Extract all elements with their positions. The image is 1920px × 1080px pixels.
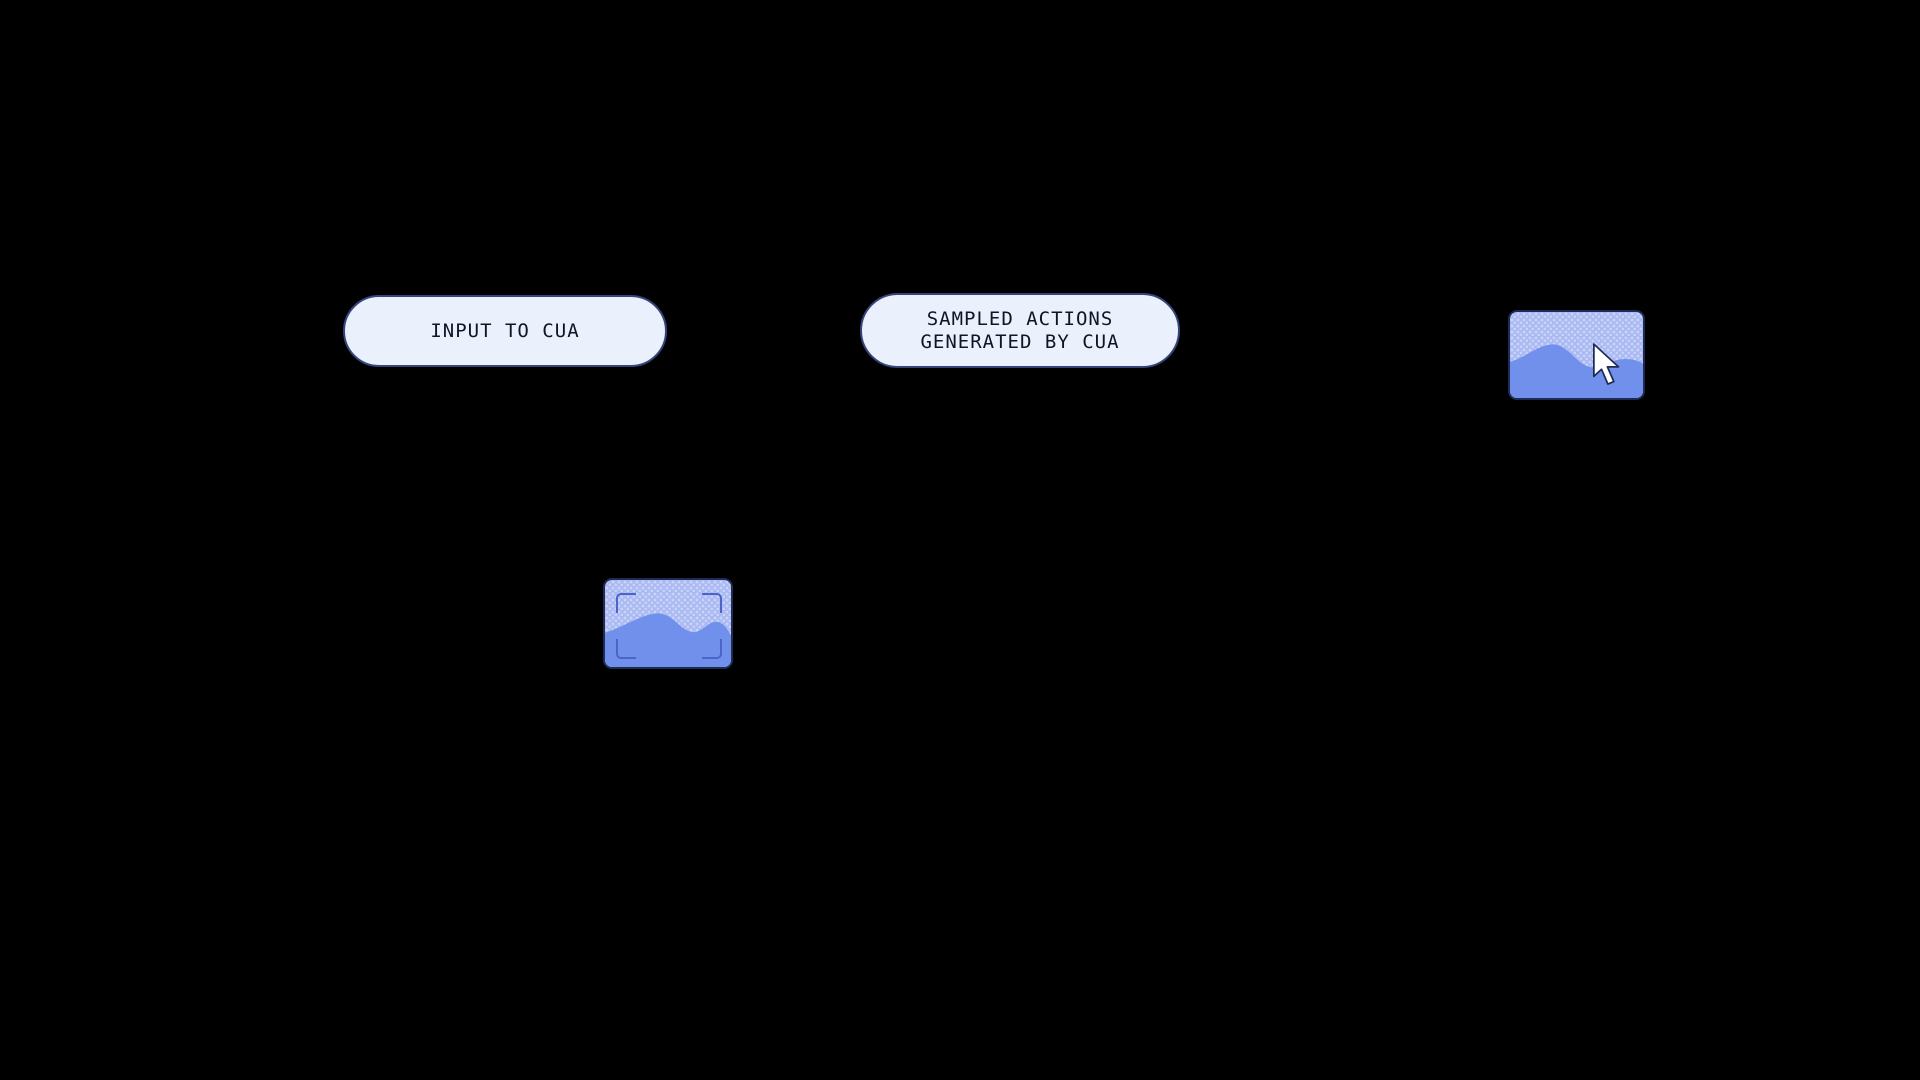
- image-with-cursor-icon: [1508, 310, 1645, 400]
- mountain-wave-shape: [1510, 344, 1643, 398]
- viewfinder-corner-top-right-icon: [702, 593, 722, 613]
- viewfinder-corner-bottom-right-icon: [702, 639, 722, 659]
- screenshot-image-with-viewfinder-corners-icon: [603, 578, 733, 669]
- sampled-actions-label-line2: GENERATED BY CUA: [920, 330, 1120, 353]
- sampled-actions-pill: SAMPLED ACTIONS GENERATED BY CUA: [860, 293, 1180, 368]
- input-to-cua-label: INPUT TO CUA: [430, 319, 580, 342]
- viewfinder-corner-bottom-left-icon: [616, 639, 636, 659]
- sampled-actions-label-line1: SAMPLED ACTIONS: [926, 307, 1114, 330]
- viewfinder-corner-top-left-icon: [616, 593, 636, 613]
- cursor-icon: [1592, 343, 1620, 385]
- input-to-cua-pill: INPUT TO CUA: [343, 295, 667, 367]
- mountain-wave-shape: [605, 613, 731, 667]
